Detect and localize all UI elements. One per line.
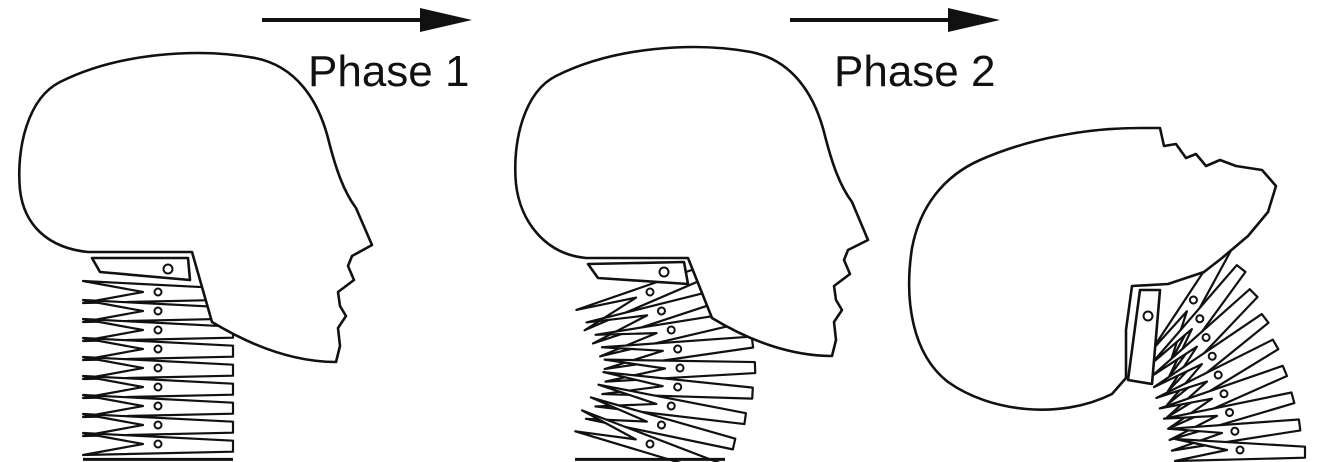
vertebra-segment-joint [155, 422, 162, 429]
occipital-joint-phase2 [1144, 312, 1153, 321]
vertebra-segment [83, 376, 233, 398]
vertebra-segment [83, 395, 233, 417]
vertebra-segment-joint [155, 346, 162, 353]
vertebra-segment-joint [646, 440, 655, 449]
jaw-plate-initial [92, 258, 190, 280]
head-neck-figure-initial [19, 53, 372, 459]
vertebra-segment-joint [674, 345, 682, 353]
vertebra-segment-joint [667, 326, 675, 334]
vertebra-segment-joint [667, 402, 675, 410]
vertebra-segment [83, 319, 233, 341]
vertebra-segment [83, 338, 233, 360]
vertebra-segment [1175, 439, 1305, 461]
vertebra-segment-joint [155, 365, 162, 372]
vertebra-segment-joint [1237, 447, 1244, 454]
head-neck-figure-phase1 [515, 47, 868, 462]
jaw-plate-phase2 [1128, 290, 1160, 384]
vertebra-segment-joint [155, 403, 162, 410]
vertebra-segment-joint [674, 383, 681, 390]
phase-2-arrow [790, 8, 1000, 32]
occipital-joint-initial [164, 265, 173, 274]
vertebra-segment-joint [676, 364, 683, 371]
vertebra-segment [83, 433, 233, 455]
phase-1-arrow [262, 8, 472, 32]
vertebra-segment-joint [1225, 408, 1234, 417]
vertebra-segment [83, 414, 233, 436]
vertebra-segment-joint [155, 289, 162, 296]
vertebra-segment-joint [155, 384, 162, 391]
occipital-joint-phase1 [660, 268, 669, 277]
phase-2-label: Phase 2 [834, 47, 995, 96]
vertebra-segment-joint [657, 307, 666, 316]
phase-1-label: Phase 1 [308, 47, 469, 96]
jaw-plate-phase1 [588, 262, 688, 284]
vertebra-segment-joint [657, 421, 665, 429]
vertebra-segment [83, 357, 233, 379]
vertebra-segment-joint [1231, 427, 1239, 435]
vertebra-segment-joint [155, 441, 162, 448]
head-neck-figure-phase2 [909, 128, 1305, 462]
vertebra-segment-joint [155, 308, 162, 315]
vertebra-segment-joint [155, 327, 162, 334]
